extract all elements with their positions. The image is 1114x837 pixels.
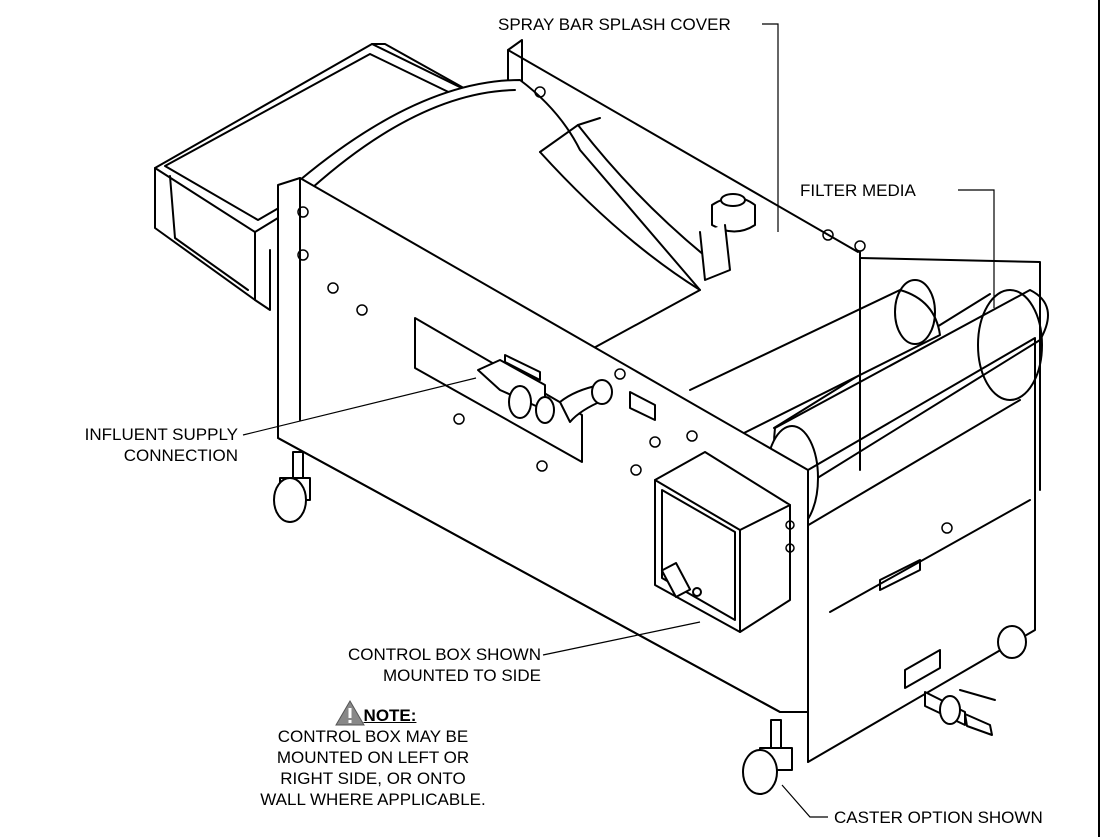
- bolts: [297, 86, 953, 553]
- note-block: NOTE: CONTROL BOX MAY BE MOUNTED ON LEFT…: [223, 705, 523, 810]
- callout-control-box-line2: MOUNTED TO SIDE: [382, 666, 541, 685]
- callout-spray-bar-splash-cover: SPRAY BAR SPLASH COVER: [498, 14, 731, 35]
- callout-influent-line1: INFLUENT SUPPLY: [84, 425, 238, 444]
- callout-control-box-line1: CONTROL BOX SHOWN: [348, 645, 541, 664]
- note-title-row: NOTE:: [223, 705, 523, 726]
- callout-influent-line2: CONNECTION: [123, 446, 238, 465]
- leader-influent: [242, 377, 477, 436]
- note-heading: NOTE:: [363, 706, 417, 725]
- note-line-2: MOUNTED ON LEFT OR: [276, 748, 470, 767]
- caster-front: [742, 719, 793, 795]
- leader-filter-media: [958, 189, 995, 308]
- drain-valve: [924, 689, 996, 736]
- callout-influent-supply: INFLUENT SUPPLY CONNECTION: [85, 424, 238, 466]
- callout-control-box: CONTROL BOX SHOWN MOUNTED TO SIDE: [348, 644, 541, 686]
- tank-body: [807, 251, 1041, 763]
- callout-filter-media: FILTER MEDIA: [800, 180, 916, 201]
- caster-left: [273, 451, 311, 523]
- leader-lines: [242, 23, 995, 818]
- inner-roller: [689, 279, 941, 441]
- leader-control-box: [542, 621, 701, 656]
- spray-bar: [699, 193, 756, 281]
- callout-filter-media-text: FILTER MEDIA: [800, 181, 916, 200]
- callout-caster-option: CASTER OPTION SHOWN: [834, 807, 1043, 828]
- callout-caster-text: CASTER OPTION SHOWN: [834, 808, 1043, 827]
- filter-belt: [299, 79, 721, 351]
- caster-rear: [997, 625, 1027, 659]
- callout-spray-bar-text: SPRAY BAR SPLASH COVER: [498, 15, 731, 34]
- leader-caster: [781, 784, 828, 818]
- note-line-4: WALL WHERE APPLICABLE.: [260, 790, 486, 809]
- note-line-1: CONTROL BOX MAY BE: [277, 727, 469, 746]
- leader-spray-bar: [762, 23, 779, 232]
- control-box: [654, 451, 791, 633]
- influent-valve: [477, 354, 613, 424]
- warning-triangle-icon: [335, 700, 365, 726]
- note-line-3: RIGHT SIDE, OR ONTO: [280, 769, 466, 788]
